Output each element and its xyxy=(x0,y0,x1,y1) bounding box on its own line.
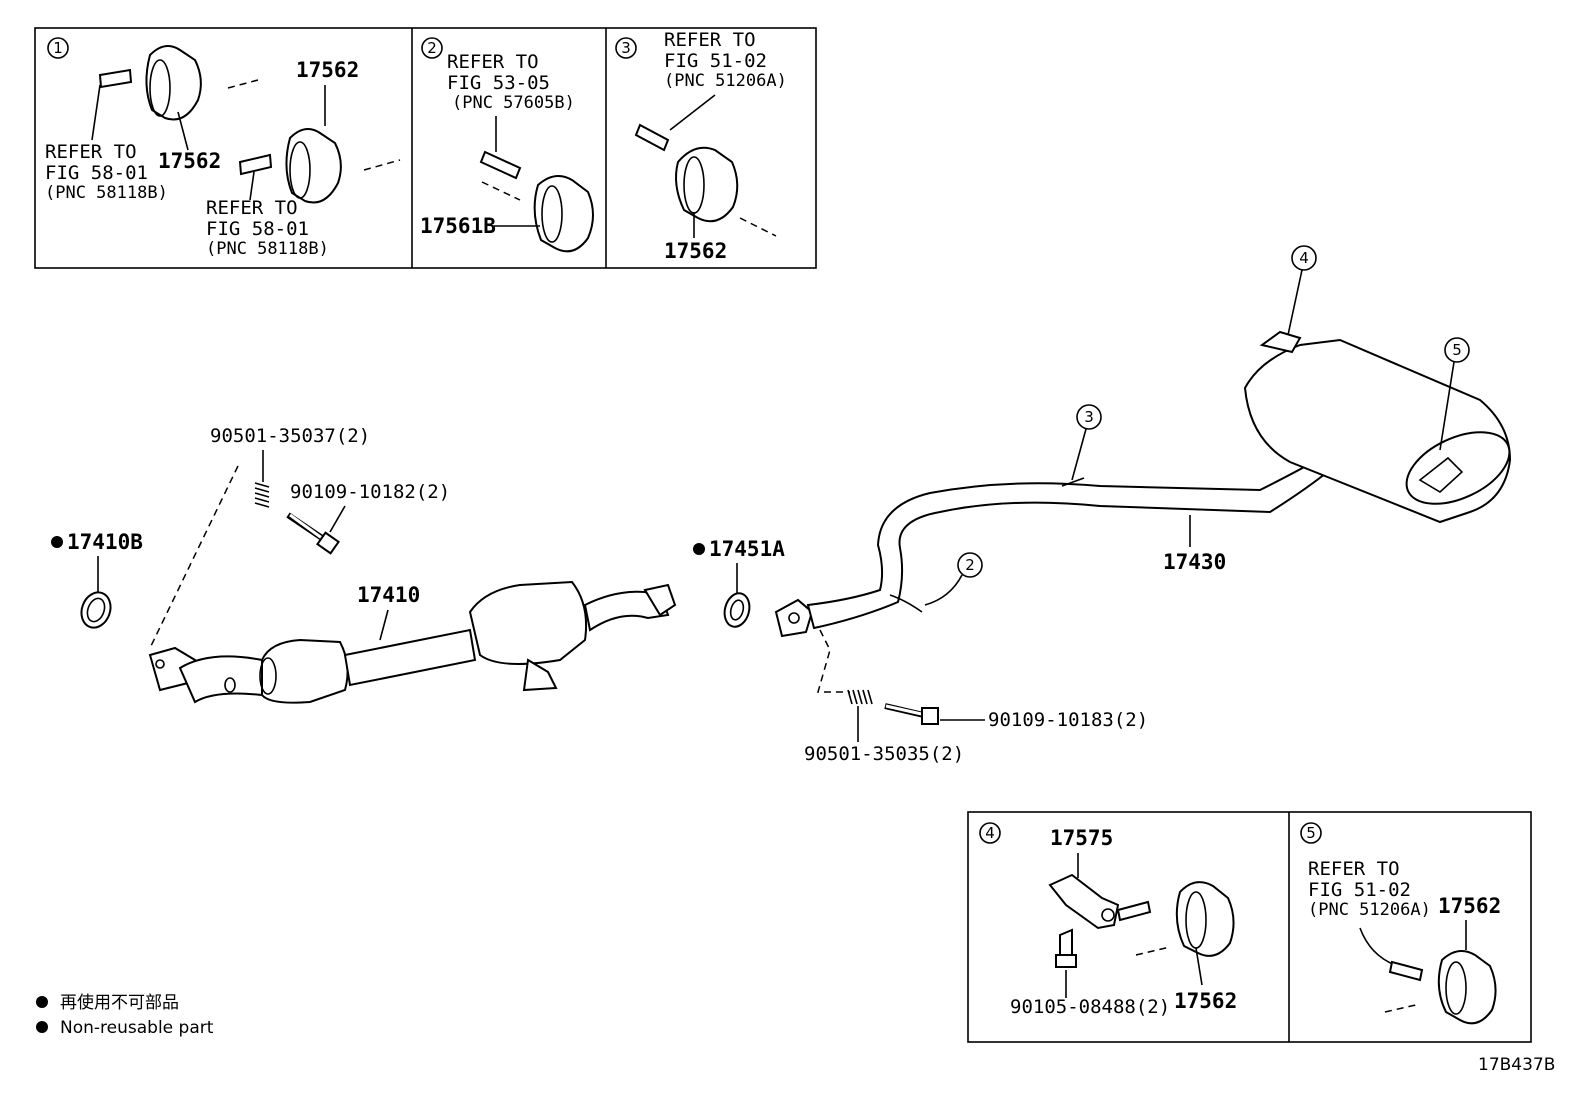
inset-1-ref-a-3: (PNC 58118B) xyxy=(45,183,168,203)
bolt-rear xyxy=(884,703,939,725)
inset-2-ref-3: (PNC 57605B) xyxy=(452,93,575,113)
front-pipe-label: 17410 xyxy=(357,583,420,607)
inset-5-ref-1: REFER TO xyxy=(1308,858,1400,880)
bracket-icon xyxy=(1048,873,1120,930)
top-inset-frame xyxy=(34,27,817,269)
inset-1-ref-b-1: REFER TO xyxy=(206,197,298,219)
inset-5: 5 REFER TO FIG 51-02 (PNC 51206A) 17562 xyxy=(1300,822,1501,1025)
svg-text:2: 2 xyxy=(965,556,975,574)
bullet-icon xyxy=(36,996,48,1008)
tail-pipe xyxy=(774,330,1512,638)
inset-1-part-top: 17562 xyxy=(296,58,359,82)
figure-code: 17B437B xyxy=(1478,1055,1555,1075)
inset-3-ref-1: REFER TO xyxy=(664,29,756,51)
inset-2-ref-1: REFER TO xyxy=(447,51,539,73)
inset-1-ref-b-3: (PNC 58118B) xyxy=(206,239,329,259)
hanger-icon xyxy=(145,45,202,121)
callout-5: 5 xyxy=(1439,337,1470,451)
catalytic-converter-icon xyxy=(261,638,349,704)
callout-3: 3 xyxy=(1071,404,1102,481)
svg-text:4: 4 xyxy=(1299,249,1309,267)
spring-front xyxy=(254,482,270,508)
inset-1: 1 17562 17562 REFER TO FIG 58-01 (PNC 58… xyxy=(45,37,401,259)
hanger-icon xyxy=(533,175,594,253)
gasket-front: 17410B xyxy=(51,530,143,629)
bolt-rear-label: 90109-10183(2) xyxy=(988,709,1148,731)
inset-4-number: 4 xyxy=(985,824,995,842)
inset-3-ref-3: (PNC 51206A) xyxy=(664,71,787,91)
inset-1-ref-a-1: REFER TO xyxy=(45,141,137,163)
bottom-inset-frame xyxy=(967,811,1532,1043)
callout-4: 4 xyxy=(1287,245,1317,336)
inset-2-part: 17561B xyxy=(420,214,496,238)
inset-5-ref-2: FIG 51-02 xyxy=(1308,879,1411,901)
inset-3-ref-2: FIG 51-02 xyxy=(664,50,767,72)
gasket-mid: 17451A xyxy=(693,537,785,628)
svg-text:3: 3 xyxy=(1084,408,1094,426)
catalytic-converter-icon xyxy=(468,580,588,665)
inset-2: 2 REFER TO FIG 53-05 (PNC 57605B) 17561B xyxy=(420,37,594,253)
inset-2-ref-2: FIG 53-05 xyxy=(447,72,550,94)
inset-5-part: 17562 xyxy=(1438,894,1501,918)
gasket-mid-label: 17451A xyxy=(709,537,785,561)
inset-3: 3 REFER TO FIG 51-02 (PNC 51206A) 17562 xyxy=(615,29,787,263)
bolt-front xyxy=(286,512,340,555)
inset-4: 4 17575 90105-08488(2) 17562 xyxy=(979,822,1237,1018)
spring-rear xyxy=(847,689,873,705)
bolt-front-label: 90109-10182(2) xyxy=(290,481,450,503)
inset-4-bolt-label: 90105-08488(2) xyxy=(1010,996,1170,1018)
inset-1-number: 1 xyxy=(53,39,63,57)
inset-2-number: 2 xyxy=(427,39,437,57)
inset-4-hanger-label: 17562 xyxy=(1174,989,1237,1013)
callout-2: 2 xyxy=(924,552,983,606)
legend-jp: 再使用不可部品 xyxy=(60,992,179,1013)
spring-rear-label: 90501-35035(2) xyxy=(804,743,964,765)
inset-5-ref-3: (PNC 51206A) xyxy=(1308,900,1431,920)
hanger-icon xyxy=(285,128,342,204)
legend: 再使用不可部品 Non-reusable part xyxy=(36,992,214,1038)
front-pipe xyxy=(148,580,677,704)
inset-1-ref-b-2: FIG 58-01 xyxy=(206,218,309,240)
hanger-icon xyxy=(1175,881,1235,957)
hanger-icon xyxy=(1437,950,1497,1025)
spring-front-label: 90501-35037(2) xyxy=(210,425,370,447)
svg-text:5: 5 xyxy=(1452,341,1462,359)
legend-en: Non-reusable part xyxy=(60,1018,214,1038)
inset-3-part: 17562 xyxy=(664,239,727,263)
inset-1-ref-a-2: FIG 58-01 xyxy=(45,162,148,184)
inset-4-bracket-label: 17575 xyxy=(1050,826,1113,850)
bullet-icon xyxy=(36,1021,48,1033)
inset-1-part-left: 17562 xyxy=(158,149,221,173)
tail-pipe-label: 17430 xyxy=(1163,550,1226,574)
inset-3-number: 3 xyxy=(621,39,631,57)
gasket-front-label: 17410B xyxy=(67,530,143,554)
hanger-icon xyxy=(675,146,739,223)
inset-5-number: 5 xyxy=(1306,824,1316,842)
